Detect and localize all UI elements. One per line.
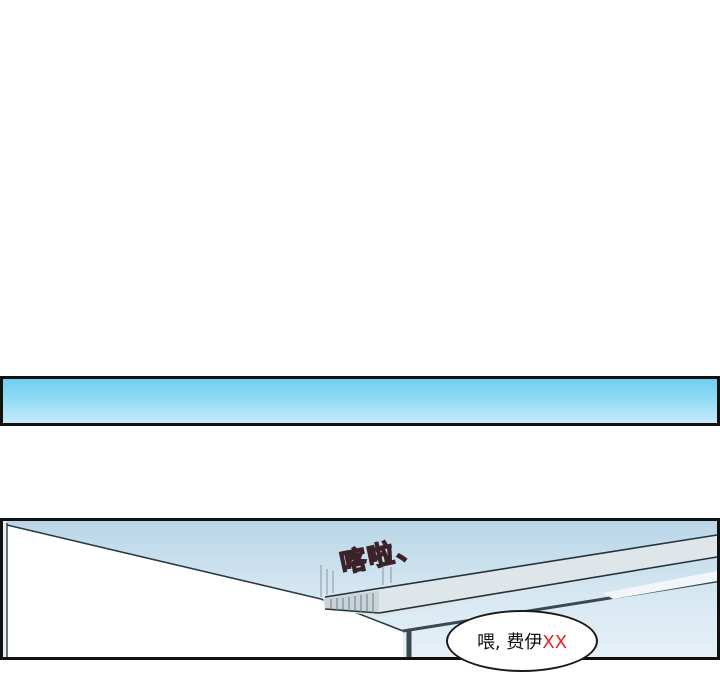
- sky-strip-panel: [0, 376, 720, 426]
- speech-text-censored: XX: [542, 632, 568, 653]
- left-wall-edge: [3, 521, 7, 657]
- speech-text: 喂, 费伊XX: [477, 628, 567, 654]
- white-wall: [7, 525, 403, 657]
- roof-ledge: [323, 535, 717, 617]
- wall-top-edge: [6, 524, 322, 600]
- rooftop-illustration: [3, 521, 717, 657]
- light-reflection: [603, 571, 717, 599]
- speech-bubble: 喂, 费伊XX: [446, 610, 598, 672]
- ledge-bottom-line: [378, 556, 717, 614]
- rooftop-scene-panel: [0, 518, 720, 660]
- ledge-end-line: [324, 608, 380, 614]
- speech-text-main: 喂, 费伊: [476, 632, 543, 653]
- motion-lines: [320, 565, 392, 597]
- ledge-top-line: [324, 534, 717, 598]
- ledge-hatching: [330, 593, 374, 613]
- ledge-end: [325, 591, 379, 613]
